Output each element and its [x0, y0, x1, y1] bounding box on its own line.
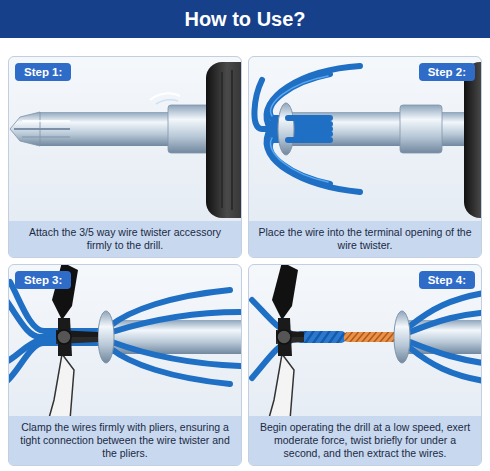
- twister-with-wires: [288, 115, 300, 121]
- step-tag: Step 4:: [419, 271, 475, 289]
- step-tag: Step 1:: [15, 63, 71, 81]
- twisted-wire: [410, 312, 482, 332]
- drill-bit: [156, 100, 178, 104]
- drill-bit: [221, 72, 223, 208]
- twisted-wire: [394, 311, 410, 363]
- twister-with-wires: [278, 103, 294, 155]
- drill-bit: [150, 93, 180, 100]
- step-panel: Step 4: Begin operating the drill at a lo…: [248, 264, 482, 466]
- step-panel: Step 3: Clamp the wires firmly with plier…: [8, 264, 242, 466]
- step-caption: Begin operating the drill at a low speed…: [249, 416, 481, 465]
- twisted-wire: [252, 264, 482, 440]
- step-tag: Step 3:: [15, 271, 71, 289]
- pliers-and-twister: [112, 312, 240, 332]
- pliers-and-twister: [112, 342, 240, 366]
- drill-bit: [168, 105, 210, 153]
- step-caption: Place the wire into the terminal opening…: [249, 221, 481, 257]
- drill-bit: [22, 120, 70, 122]
- twisted-wire: [278, 318, 292, 356]
- pliers-and-twister: [98, 311, 114, 363]
- twister-with-wires: [254, 62, 482, 218]
- drill-bit: [14, 128, 70, 130]
- step-caption: Attach the 3/5 way wire twister accessor…: [9, 221, 241, 257]
- twister-with-wires: [288, 137, 300, 143]
- pliers-and-twister: [58, 318, 72, 356]
- pliers-and-twister: [8, 282, 240, 384]
- twister-with-wires: [288, 118, 300, 140]
- panel-ground: [8, 264, 242, 466]
- panel-ground: [8, 56, 482, 466]
- drill-bit: [231, 70, 233, 210]
- twisted-wire: [410, 342, 482, 364]
- page-title: How to Use?: [184, 8, 305, 31]
- twisted-wire: [277, 330, 291, 344]
- drill-bit: [206, 62, 242, 218]
- pliers-and-twister: [8, 264, 242, 440]
- step-caption: Clamp the wires firmly with pliers, ensu…: [9, 416, 241, 465]
- twister-with-wires: [400, 105, 442, 153]
- step-panel: Step 1: Attach the 3/5 way wire twister a…: [8, 56, 242, 258]
- twister-with-wires: [271, 76, 328, 182]
- twister-with-wires: [271, 76, 328, 116]
- twisted-wire: [272, 264, 298, 320]
- title-banner: How to Use?: [0, 0, 490, 38]
- twister-with-wires: [254, 66, 360, 192]
- twister-with-wires: [464, 62, 482, 218]
- drill-bit: [10, 62, 242, 218]
- step-tag: Step 2:: [419, 63, 475, 81]
- pliers-and-twister: [57, 330, 71, 344]
- twister-with-wires: [270, 140, 330, 184]
- drill-bit: [22, 136, 70, 138]
- panel-ground: [248, 56, 482, 258]
- step-panel: Step 2: Place the wire into the terminal …: [248, 56, 482, 258]
- twisted-wire: [344, 332, 400, 342]
